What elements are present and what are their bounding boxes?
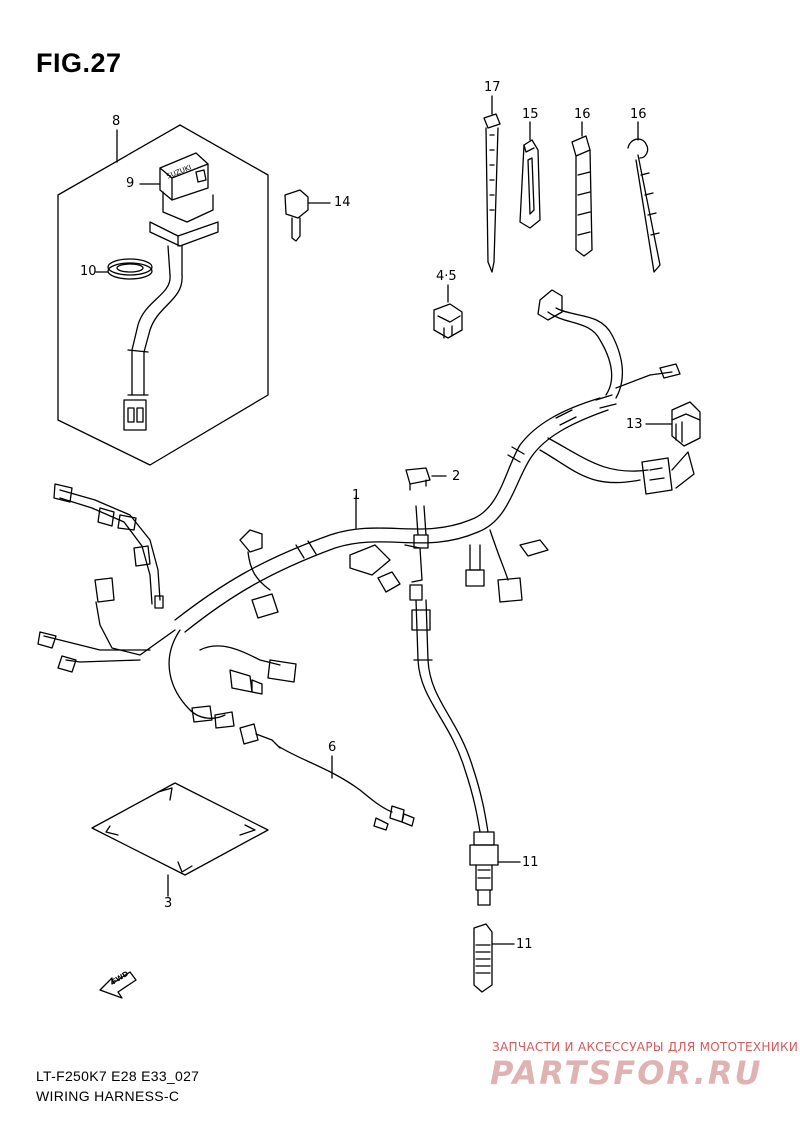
- callout-4-5: 4·5: [436, 269, 457, 284]
- clamp-part-16: [627, 138, 661, 273]
- sensor-part-10: [469, 831, 499, 906]
- switch-connector: [123, 399, 147, 431]
- callout-12: 13: [626, 417, 643, 432]
- callout-16: 16: [630, 107, 647, 122]
- callout-8: 9: [126, 176, 135, 191]
- callout-7: 8: [112, 114, 121, 129]
- callout-1: 1: [352, 488, 361, 503]
- callout-6: 6: [328, 740, 337, 755]
- cable-tie-part-17: [483, 113, 501, 273]
- callout-2: 2: [452, 469, 461, 484]
- callout-14: 15: [522, 107, 539, 122]
- sheet-part-3: [91, 782, 269, 876]
- switch-cable: [131, 274, 171, 396]
- lead-wire-part-6: [239, 723, 415, 831]
- watermark-text: ЗАПЧАСТИ И АКСЕССУАРЫ ДЛЯ МОТОТЕХНИКИ: [492, 1040, 799, 1054]
- figure-name: WIRING HARNESS-C: [36, 1088, 180, 1104]
- key-part-13: [284, 189, 309, 242]
- figure-code: LT-F250K7 E28 E33_027: [36, 1068, 200, 1084]
- sleeve-part-11: [473, 923, 493, 993]
- figure-title: FIG.27: [36, 48, 122, 78]
- callout-11: 11: [516, 937, 533, 952]
- connector-part-12: [671, 401, 701, 447]
- callout-9: 10: [80, 264, 97, 279]
- callout-15: 16: [574, 107, 591, 122]
- callout-10: 11: [522, 855, 539, 870]
- clamp-part-15: [571, 135, 593, 257]
- connector-part-2: [405, 467, 431, 491]
- callout-17: 17: [484, 80, 501, 95]
- ring-nut-part-9: [107, 258, 153, 280]
- fwd-arrow-icon: [99, 971, 137, 999]
- main-harness-part-1: [37, 289, 695, 833]
- clamp-part-14: [519, 139, 541, 229]
- callout-3: 3: [164, 896, 173, 911]
- watermark-logo: PARTSFOR.RU: [490, 1054, 763, 1092]
- part-7-outline-box: [57, 124, 269, 466]
- bracket-part-4-5: [433, 303, 463, 339]
- callout-13: 14: [334, 195, 351, 210]
- ignition-switch-part-8: [149, 152, 219, 276]
